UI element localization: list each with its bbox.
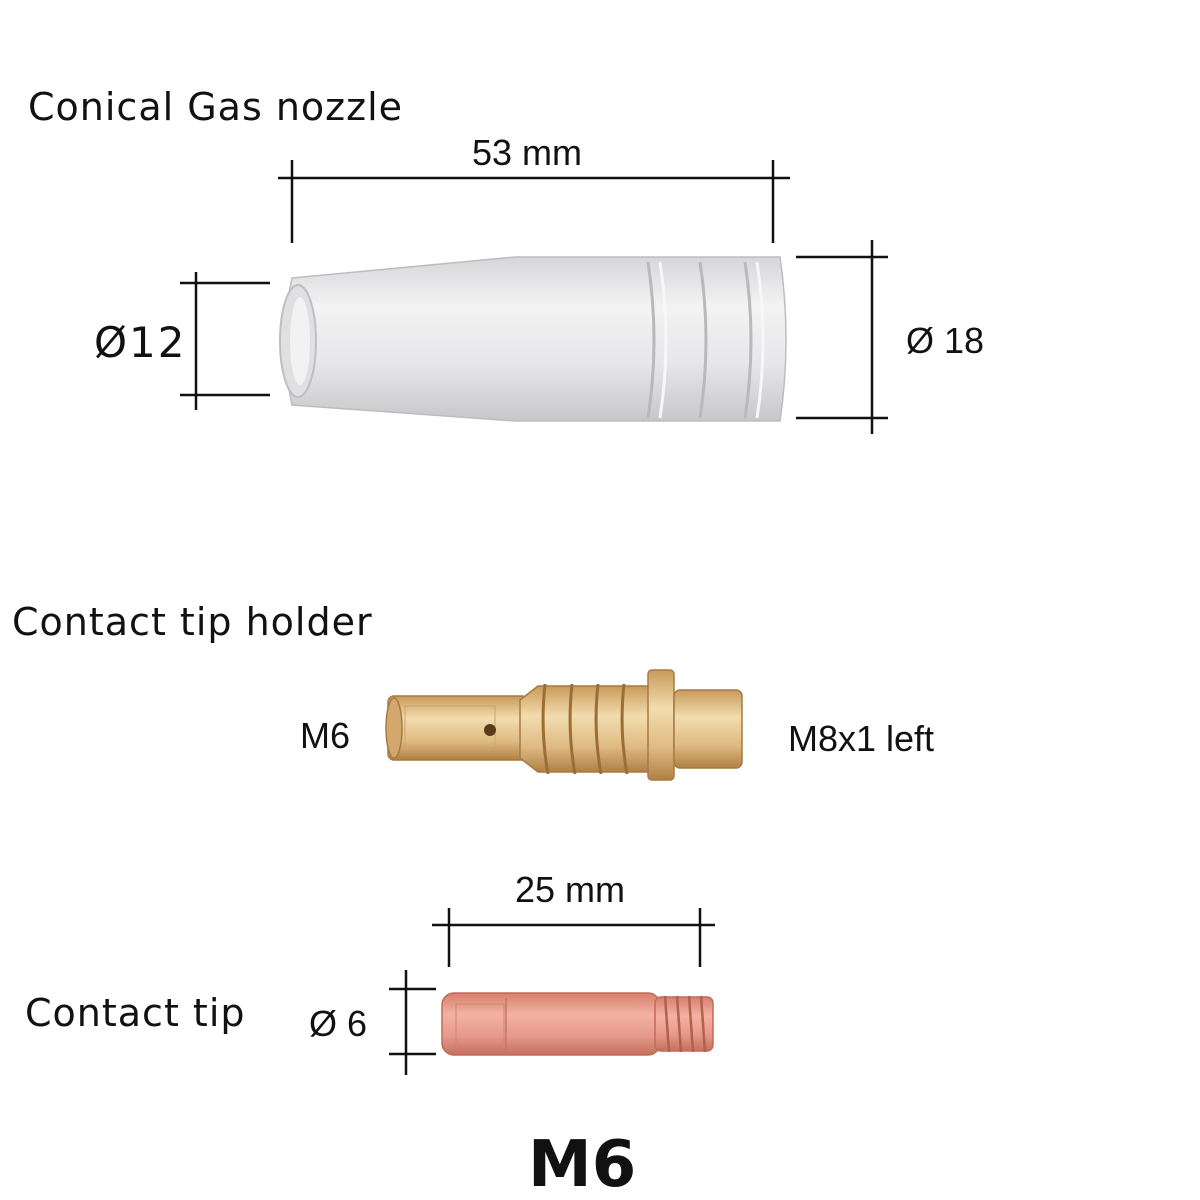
tip-length-label: 25 mm — [515, 869, 626, 910]
nozzle-length-dimension — [278, 160, 790, 243]
nozzle-title: Conical Gas nozzle — [28, 85, 404, 129]
nozzle-base-diameter-label: Ø 18 — [906, 320, 985, 361]
holder-right-thread-label: M8x1 left — [788, 718, 935, 759]
size-label: M6 — [528, 1128, 637, 1200]
holder-title: Contact tip holder — [12, 600, 373, 644]
tip-diameter-dimension — [389, 970, 436, 1075]
holder-left-thread-label: M6 — [300, 715, 351, 756]
contact-tip — [441, 992, 714, 1056]
gas-nozzle — [279, 256, 787, 422]
nozzle-tip-diameter-label: Ø12 — [94, 318, 187, 367]
contact-tip-holder — [385, 669, 743, 781]
tip-length-dimension — [432, 908, 715, 967]
nozzle-length-label: 53 mm — [472, 132, 583, 173]
tip-title: Contact tip — [25, 991, 246, 1035]
tip-diameter-label: Ø 6 — [309, 1003, 368, 1044]
nozzle-base-diameter-dimension — [796, 240, 888, 434]
nozzle-tip-diameter-dimension — [180, 272, 270, 410]
